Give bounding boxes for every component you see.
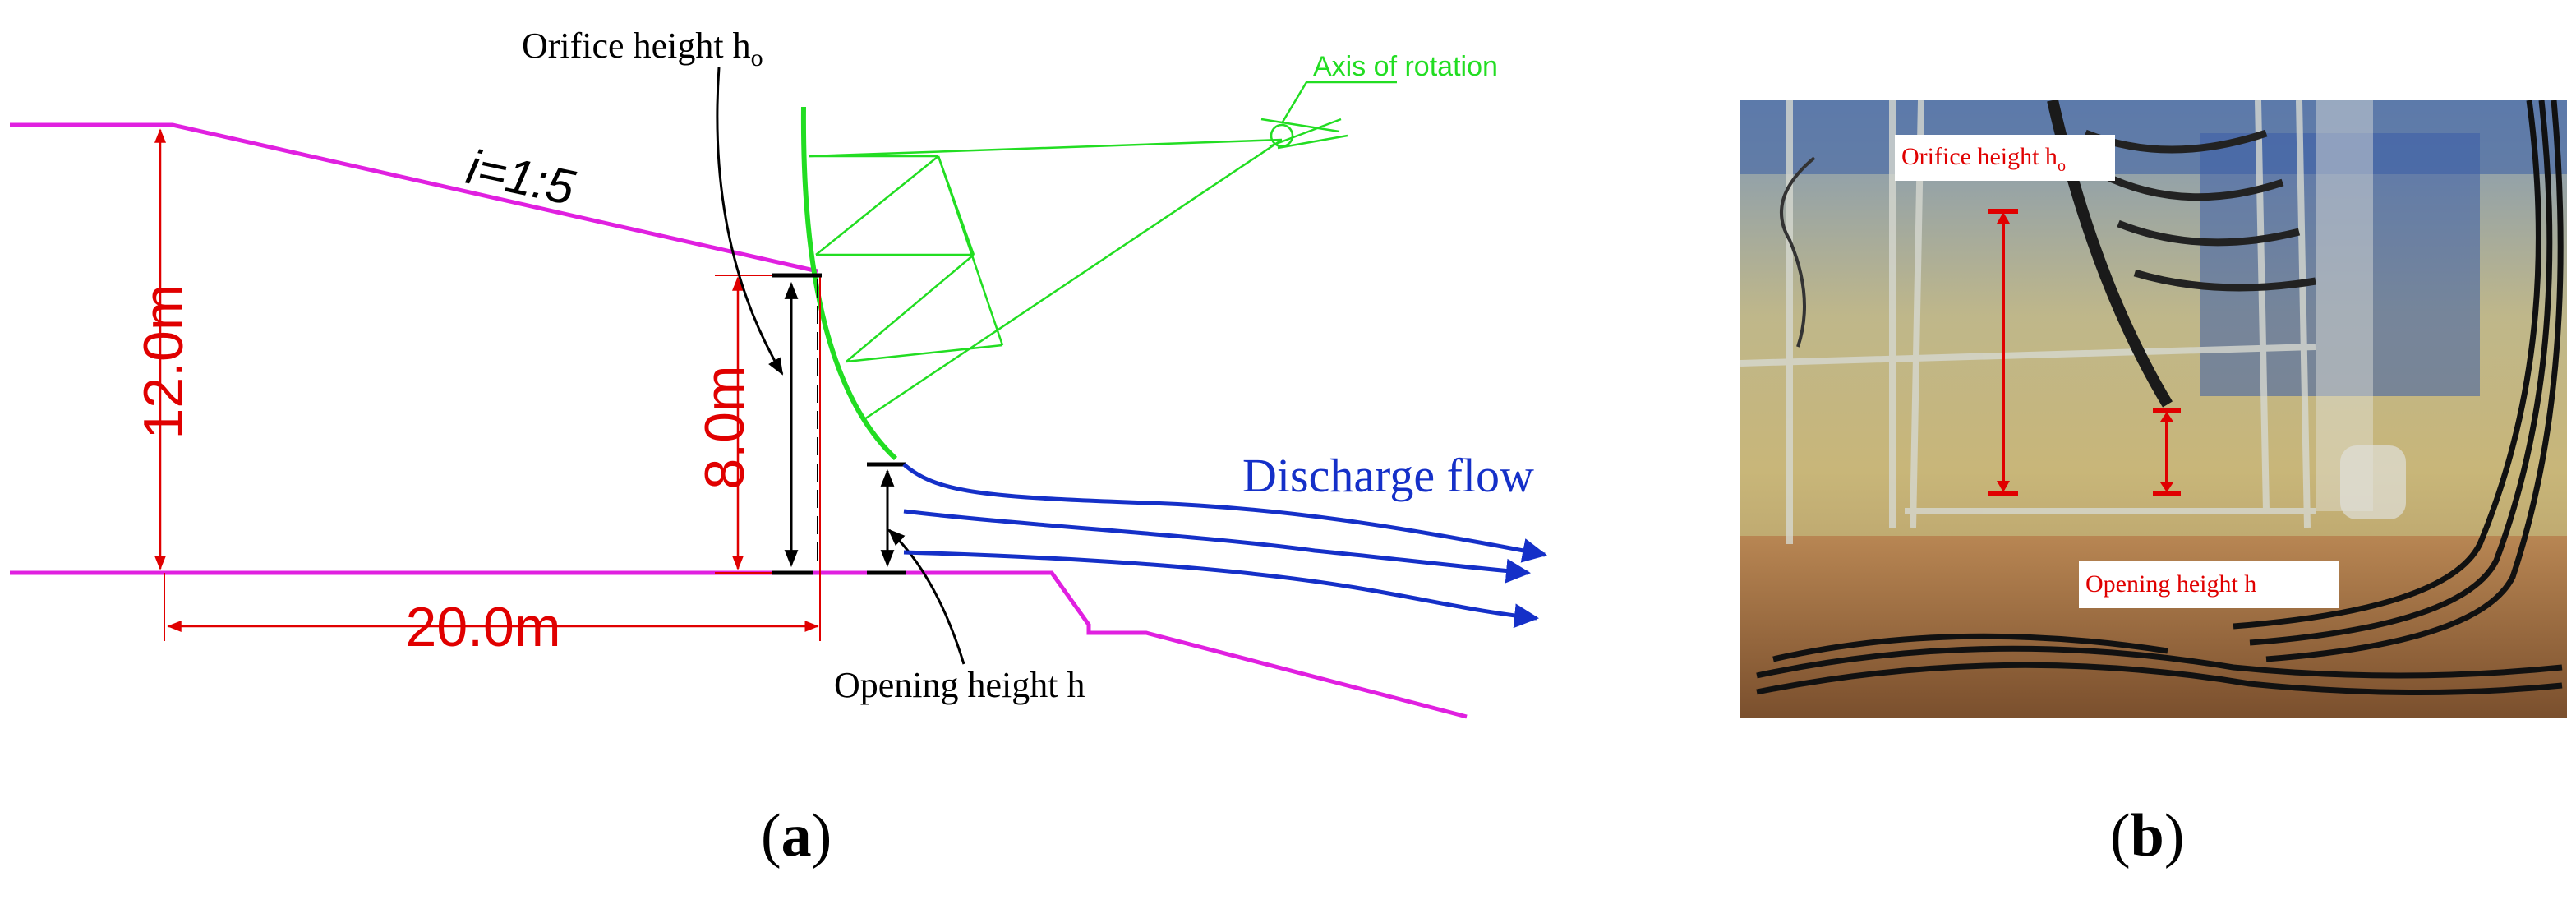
flow-line-3 — [903, 550, 1539, 629]
downstream-bed — [10, 570, 1468, 719]
dim-20m-label: 20.0m — [406, 596, 561, 658]
caption-a: (a) — [761, 802, 832, 870]
dim-12m-label: 12.0m — [132, 284, 195, 440]
dim-8m-label: 8.0m — [694, 365, 756, 489]
orifice-height-label: Orifice height ho — [522, 25, 763, 72]
photo-orifice-label: Orifice height ho — [1901, 143, 2066, 175]
axis-of-rotation-marker — [1260, 81, 1397, 150]
photo-frame — [1740, 100, 2316, 544]
black-dimensions — [716, 67, 965, 665]
discharge-flow-lines — [902, 463, 1547, 629]
upstream-bed-and-slope — [10, 122, 818, 274]
caption-b: (b) — [2110, 802, 2185, 870]
photo-cables — [1756, 100, 2564, 696]
radial-gate: Axis of rotation — [800, 51, 1498, 461]
photo-opening-label: Opening height h — [2085, 570, 2256, 598]
schematic-diagram-a: Axis of rotation 12.0m 8.0m 20.0m i=1:5 … — [10, 25, 1547, 719]
flow-line-1 — [902, 463, 1547, 563]
opening-leader-arrow — [887, 528, 965, 665]
axis-of-rotation-label: Axis of rotation — [1313, 51, 1498, 82]
opening-height-label: Opening height h — [834, 665, 1085, 705]
gate-skin-plate — [800, 106, 898, 461]
discharge-flow-label: Discharge flow — [1242, 449, 1534, 502]
gate-arms — [809, 138, 1283, 421]
photo-orifice-label-box — [1895, 135, 2115, 181]
photo-dimension-marks — [1988, 209, 2181, 496]
photo-opening-label-box — [2079, 561, 2339, 608]
flow-line-2 — [903, 509, 1531, 584]
experiment-photo-b: Orifice height ho Opening height h — [1740, 100, 2567, 718]
slope-label: i=1:5 — [462, 139, 579, 215]
dimension-lines — [154, 128, 821, 641]
orifice-leader-arrow — [716, 67, 784, 376]
